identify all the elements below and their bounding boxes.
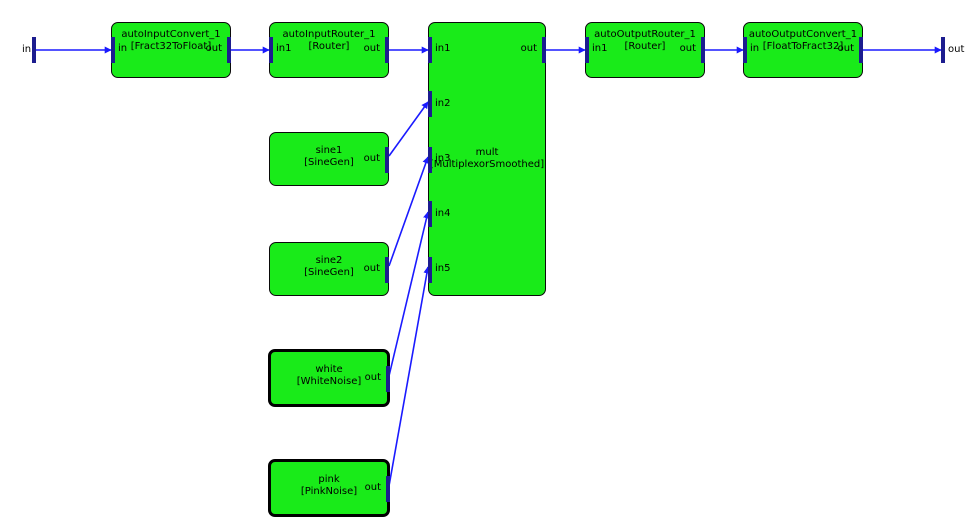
- block-autoinputrouter[interactable]: autoInputRouter_1 [Router] in1 out: [269, 22, 389, 78]
- output-port-label: out: [363, 153, 380, 164]
- input-port[interactable]: [111, 37, 115, 63]
- block-type: [SineGen]: [304, 267, 354, 278]
- input-port-label: in1: [592, 43, 608, 54]
- output-port[interactable]: [385, 147, 389, 173]
- output-port[interactable]: [385, 257, 389, 283]
- block-autoinputconvert[interactable]: autoInputConvert_1 [Fract32ToFloat] in o…: [111, 22, 231, 78]
- output-port-label: out: [364, 372, 381, 383]
- input-port-label: in: [118, 43, 128, 54]
- input-port[interactable]: [269, 37, 273, 63]
- output-port-label: out: [363, 43, 380, 54]
- block-white[interactable]: white [WhiteNoise] out: [268, 349, 390, 407]
- block-type: [WhiteNoise]: [296, 376, 362, 387]
- input-port-label: in1: [435, 43, 451, 54]
- input-port-label: in3: [435, 153, 451, 164]
- block-name: sine1: [315, 145, 343, 156]
- block-name: white: [315, 364, 343, 375]
- output-port[interactable]: [542, 37, 546, 63]
- block-name: pink: [318, 474, 340, 485]
- block-type: [PinkNoise]: [300, 486, 358, 497]
- block-autooutputrouter[interactable]: autoOutputRouter_1 [Router] in1 out: [585, 22, 705, 78]
- block-name: autoOutputRouter_1: [594, 29, 696, 40]
- block-name: autoInputRouter_1: [282, 29, 376, 40]
- block-type: [Router]: [624, 41, 666, 52]
- output-port[interactable]: [385, 37, 389, 63]
- input-port-in4[interactable]: [428, 201, 432, 227]
- external-output-port[interactable]: [941, 37, 945, 63]
- block-name: mult: [475, 147, 499, 158]
- external-input-label: in: [22, 44, 32, 55]
- block-type: [Router]: [308, 41, 350, 52]
- block-type: [SineGen]: [304, 157, 354, 168]
- input-port-label: in5: [435, 263, 451, 274]
- output-port[interactable]: [227, 37, 231, 63]
- wire-sine1-to-mult-in2: [388, 101, 429, 157]
- input-port-in3[interactable]: [428, 147, 432, 173]
- wire-pink-to-mult-in5: [388, 266, 431, 487]
- wire-sine2-to-mult-in3: [388, 156, 430, 267]
- block-pink[interactable]: pink [PinkNoise] out: [268, 459, 390, 517]
- output-port[interactable]: [859, 37, 863, 63]
- input-port-in2[interactable]: [428, 91, 432, 117]
- input-port-in1[interactable]: [428, 37, 432, 63]
- block-type: [FloatToFract32]: [762, 41, 844, 52]
- output-port-label: out: [364, 482, 381, 493]
- wire-white-to-mult-in4: [388, 211, 430, 377]
- block-sine1[interactable]: sine1 [SineGen] out: [269, 132, 389, 186]
- block-mult[interactable]: mult [MultiplexorSmoothed] in1 in2 in3 i…: [428, 22, 546, 296]
- input-port[interactable]: [743, 37, 747, 63]
- output-port-label: out: [363, 263, 380, 274]
- output-port-label: out: [679, 43, 696, 54]
- block-name: autoOutputConvert_1: [748, 29, 858, 40]
- block-sine2[interactable]: sine2 [SineGen] out: [269, 242, 389, 296]
- output-port[interactable]: [386, 366, 390, 392]
- output-port-label: out: [520, 43, 537, 54]
- input-port-label: in4: [435, 208, 451, 219]
- input-port-label: in: [750, 43, 760, 54]
- input-port-label: in1: [276, 43, 292, 54]
- output-port-label: out: [205, 43, 222, 54]
- block-name: sine2: [315, 255, 343, 266]
- external-output-label: out: [948, 44, 965, 55]
- block-type: [Fract32ToFloat]: [130, 41, 212, 52]
- block-type: [MultiplexorSmoothed]: [429, 159, 545, 170]
- output-port-label: out: [837, 43, 854, 54]
- output-port[interactable]: [701, 37, 705, 63]
- external-input-port[interactable]: [32, 37, 36, 63]
- input-port-label: in2: [435, 98, 451, 109]
- input-port-in5[interactable]: [428, 257, 432, 283]
- block-name: autoInputConvert_1: [121, 29, 221, 40]
- output-port[interactable]: [386, 476, 390, 502]
- input-port[interactable]: [585, 37, 589, 63]
- block-autooutputconvert[interactable]: autoOutputConvert_1 [FloatToFract32] in …: [743, 22, 863, 78]
